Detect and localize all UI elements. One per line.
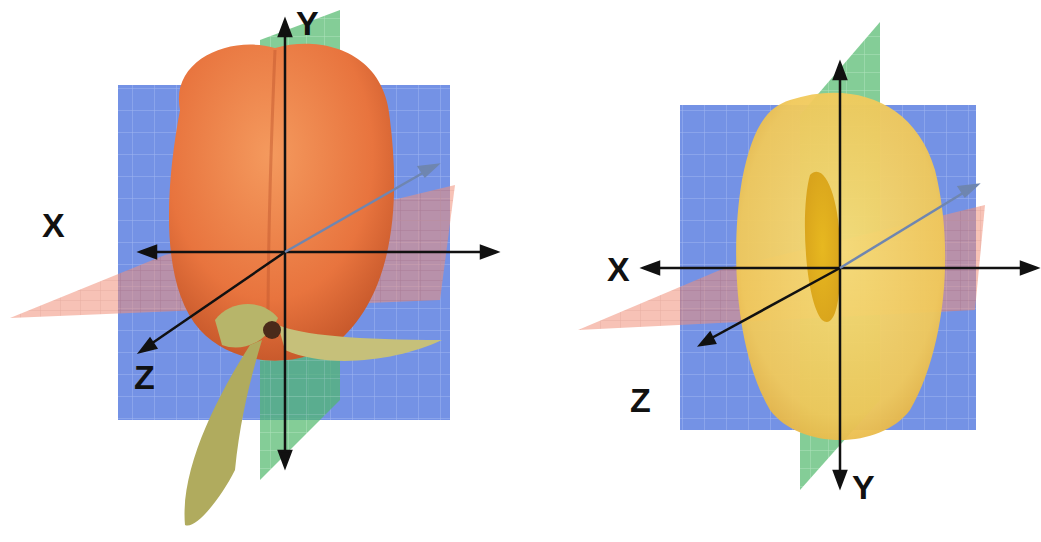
axis-label: Y [852,470,875,504]
axis-label: X [42,208,65,242]
axis-label: Y [296,6,319,40]
axis-label: Z [134,360,155,394]
axis-label: Z [630,383,651,417]
axis-label: X [607,252,630,286]
